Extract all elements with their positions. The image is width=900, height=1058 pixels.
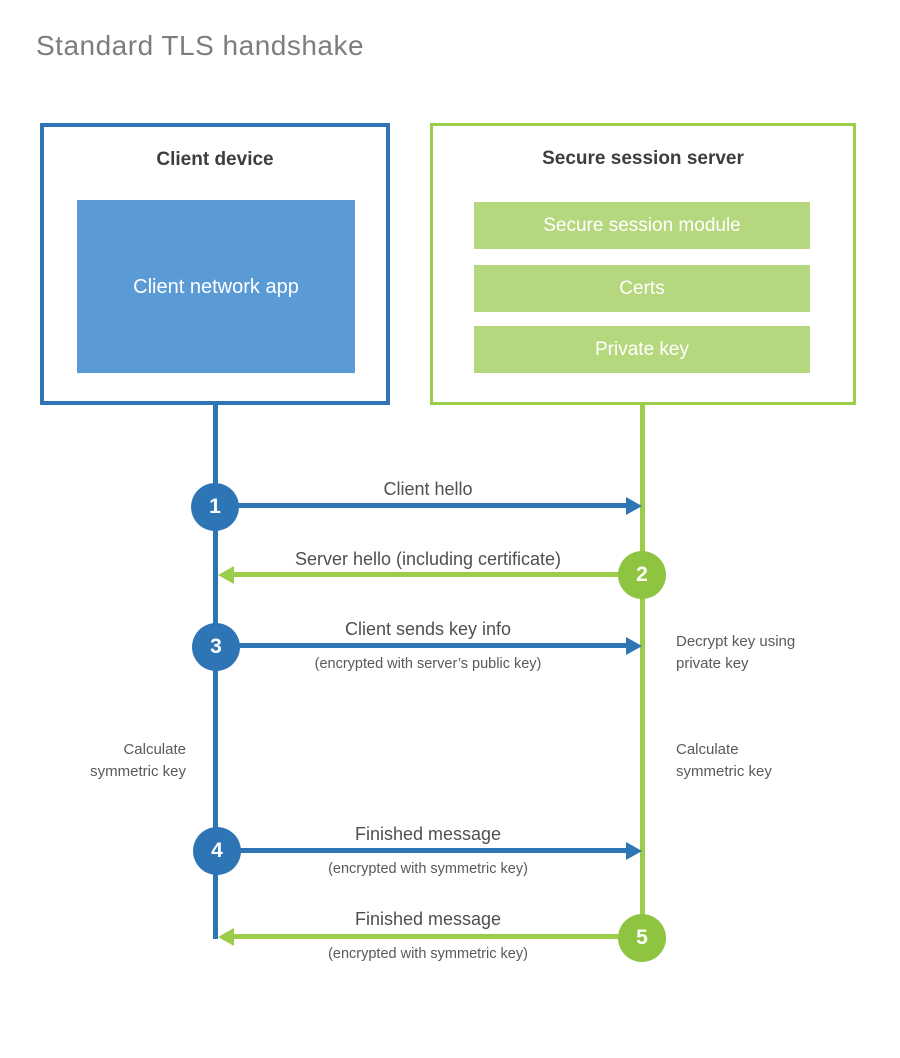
step-number-3: 3 <box>210 635 222 658</box>
arrow-finished-server <box>234 934 626 939</box>
arrow-server-hello <box>234 572 626 577</box>
msg-client-hello: Client hello <box>383 479 473 499</box>
step-circle-2: 2 <box>618 551 666 599</box>
note-calc-symmetric-left: Calculate symmetric key <box>90 741 186 780</box>
step-circle-3: 3 <box>192 623 240 671</box>
arrow-client-hello <box>230 503 626 508</box>
step-number-2: 2 <box>636 563 648 586</box>
msg-server-hello: Server hello (including certificate) <box>294 549 562 569</box>
arrowhead-right-icon <box>626 637 642 655</box>
msg-client-key-info: Client sends key info <box>344 619 512 639</box>
client-network-app-box: Client network app <box>77 200 355 373</box>
server-module-certs: Certs <box>474 265 810 312</box>
secure-session-server-title: Secure session server <box>542 148 744 169</box>
client-device-title: Client device <box>156 149 274 170</box>
arrow-finished-client <box>230 848 626 853</box>
msg-finished-client: Finished message <box>354 824 502 844</box>
msg-finished-client-sub: (encrypted with symmetric key) <box>328 861 528 877</box>
step-circle-5: 5 <box>618 914 666 962</box>
page-title: Standard TLS handshake <box>36 30 365 61</box>
msg-finished-server: Finished message <box>354 909 502 929</box>
msg-finished-server-sub: (encrypted with symmetric key) <box>328 946 528 962</box>
client-lifeline <box>213 405 218 939</box>
note-decrypt-key: Decrypt key using private key <box>676 633 796 672</box>
step-circle-4: 4 <box>193 827 241 875</box>
arrow-client-key-info <box>230 643 626 648</box>
msg-client-key-info-sub: (encrypted with server’s public key) <box>314 656 542 672</box>
server-module-private-key: Private key <box>474 326 810 373</box>
note-calc-symmetric-right: Calculate symmetric key <box>676 741 772 780</box>
server-lifeline <box>640 405 645 938</box>
arrowhead-left-icon <box>218 566 234 584</box>
step-number-5: 5 <box>636 926 648 949</box>
step-circle-1: 1 <box>191 483 239 531</box>
arrowhead-left-icon <box>218 928 234 946</box>
server-module-secure-session-module: Secure session module <box>474 202 810 249</box>
arrowhead-right-icon <box>626 497 642 515</box>
arrowhead-right-icon <box>626 842 642 860</box>
step-number-4: 4 <box>211 839 223 862</box>
step-number-1: 1 <box>209 495 221 518</box>
